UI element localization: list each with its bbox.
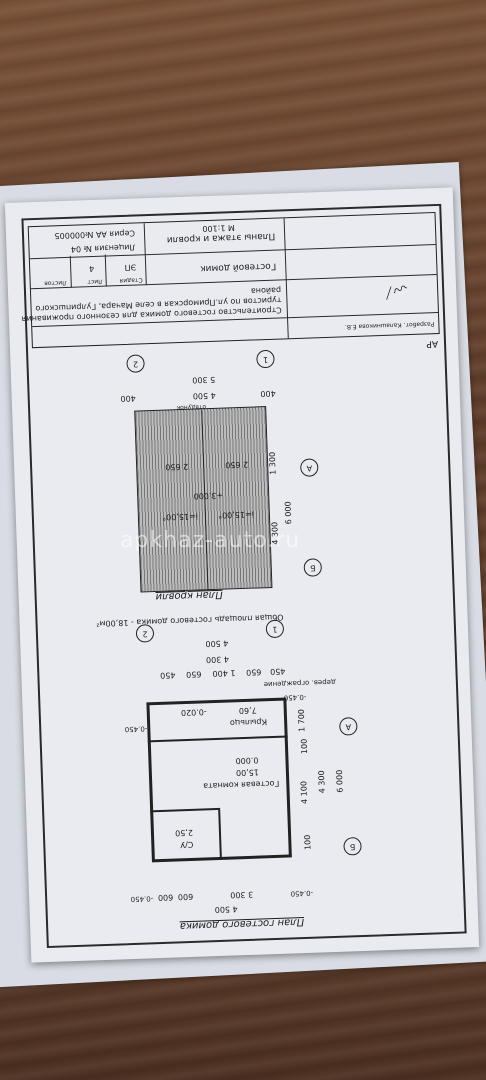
level-mark-1: -0.450	[130, 894, 154, 904]
roof-dim-1300: 1 300	[267, 451, 278, 475]
roof-dim-400-b: 400	[120, 393, 136, 404]
title-block-series: Серия АА №000005	[54, 228, 136, 241]
title-block-stage: ЭП	[124, 262, 137, 272]
roof-overhang-label: отвдунок	[176, 403, 207, 412]
fence-note: дерев. ограждение	[263, 677, 336, 689]
axis-marker-b-floor: Б	[343, 836, 362, 856]
floor-dim-4300-h: 4 300	[205, 654, 230, 665]
room-porch-area: 7,60	[238, 705, 257, 716]
title-block-sheet-label: Лист	[87, 277, 103, 286]
watermark-text: apkhaz-auto.ru	[120, 528, 301, 553]
floor-dim-1400: 1 400	[212, 668, 236, 679]
section-label-ar: АР	[426, 338, 439, 349]
floor-dim-450-b: 450	[160, 670, 176, 680]
drawing-sheet: Разработ. Калашникова Е.В. Строительство…	[4, 187, 480, 963]
level-mark-2: -0.450	[290, 888, 314, 898]
roof-dim-slope-left: i=15,00°	[217, 509, 255, 520]
floor-dim-4500-top: 4 500	[214, 904, 238, 915]
floor-dim-3300: 3 300	[230, 889, 254, 900]
roof-dim-level: +3.000	[193, 490, 224, 501]
roof-dim-total: 6 000	[283, 501, 294, 525]
rotated-drawing-content: Разработ. Калашникова Е.В. Строительство…	[22, 206, 464, 946]
floor-dim-450-a: 450	[269, 666, 286, 677]
floor-dim-650-a: 650	[245, 667, 262, 677]
floor-dim-6000-v: 6 000	[334, 769, 345, 793]
level-mark-3: -0.450	[124, 724, 148, 734]
axis-marker-b-roof: Б	[303, 558, 323, 577]
title-block-stage-label: Стадия	[119, 276, 143, 285]
axis-marker-a-roof: А	[299, 458, 319, 477]
room-bath-name: С/У	[180, 839, 194, 850]
floor-plan-title: План гостевого домика	[179, 916, 305, 932]
room-guest-level: 0.000	[235, 755, 259, 766]
room-guest-area: 15,00	[235, 767, 260, 778]
roof-dim-2650-a: 2 650	[225, 459, 249, 470]
floor-dim-4300-v: 4 300	[316, 770, 327, 794]
axis-marker-2-roof: 2	[126, 354, 145, 373]
area-note: Общая площадь гостевого домика - 18,00м²	[96, 612, 284, 629]
roof-dim-2650-b: 2 650	[165, 461, 189, 472]
room-bath-area: 2,50	[174, 827, 194, 838]
drawing-frame: Разработ. Калашникова Е.В. Строительство…	[21, 203, 467, 949]
title-block-drawing: Планы этажа и кровли	[166, 230, 276, 245]
floor-dim-100-b: 100	[302, 834, 313, 851]
signature-scribble: 〰⟋	[380, 277, 409, 302]
title-block-author: Разработ. Калашникова Е.В.	[344, 320, 435, 331]
floor-dim-1700-a: 1 700	[296, 708, 307, 733]
title-block-sheets-label: Листов	[44, 278, 67, 287]
roof-dim-400-a: 400	[260, 388, 276, 399]
axis-marker-1-roof: 1	[256, 349, 275, 369]
axis-marker-2-floor: 2	[135, 624, 155, 643]
floor-dim-650-b: 650	[186, 669, 202, 680]
level-mark-4: -0.450	[283, 692, 307, 702]
title-block-license: Лицензия № 04	[70, 242, 136, 254]
floor-dim-4100: 4 100	[299, 780, 310, 805]
room-porch-level: -0.020	[180, 707, 207, 718]
floor-dim-4500-bottom: 4 500	[205, 638, 229, 649]
room-porch-name: Крыльцо	[229, 717, 268, 728]
axis-marker-a-floor: А	[339, 717, 358, 736]
title-block-sheet: 4	[88, 263, 95, 274]
title-block-object: Гостевой домик	[200, 260, 277, 274]
roof-dim-4500: 4 500	[192, 390, 216, 401]
title-block-scale: М 1:100	[202, 223, 236, 234]
floor-dim-600-a: 600	[177, 891, 194, 902]
axis-marker-1-floor: 1	[265, 619, 285, 639]
roof-dim-5300: 5 300	[192, 374, 216, 385]
title-block: Разработ. Калашникова Е.В. Строительство…	[22, 212, 440, 349]
roof-dim-slope-right: i=15,00°	[161, 511, 199, 522]
floor-dim-100-a: 100	[299, 738, 310, 755]
floor-dim-600-b: 600	[157, 892, 174, 903]
